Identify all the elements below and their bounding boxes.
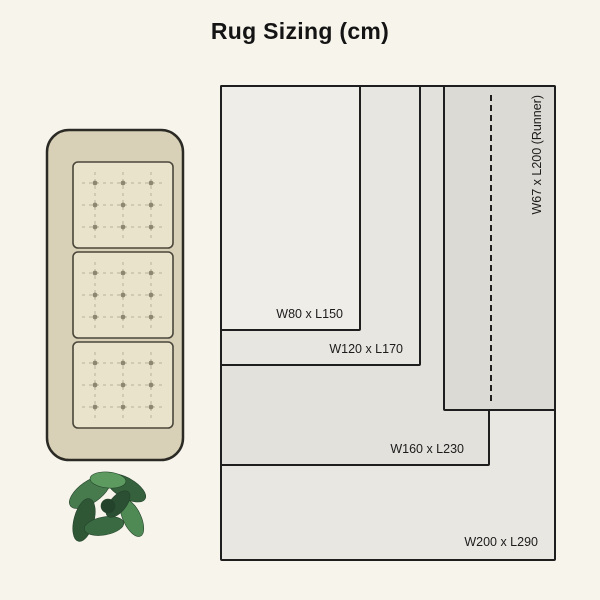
rug-size-label-w160-l230: W160 x L230	[390, 442, 464, 456]
rug-rect-runner-w67-l200: W67 x L200 (Runner)	[443, 85, 556, 411]
rug-size-label-runner: W67 x L200 (Runner)	[530, 95, 544, 215]
page-title: Rug Sizing (cm)	[210, 18, 390, 44]
rug-size-label-w200-l290: W200 x L290	[464, 535, 538, 549]
rug-size-label-w120-l170: W120 x L170	[329, 342, 403, 356]
rug-rect-w80-l150: W80 x L150	[220, 85, 361, 331]
runner-dashed-line	[490, 95, 492, 401]
rug-size-label-w80-l150: W80 x L150	[276, 307, 343, 321]
plant-illustration	[69, 471, 146, 542]
sofa-illustration	[45, 128, 185, 462]
